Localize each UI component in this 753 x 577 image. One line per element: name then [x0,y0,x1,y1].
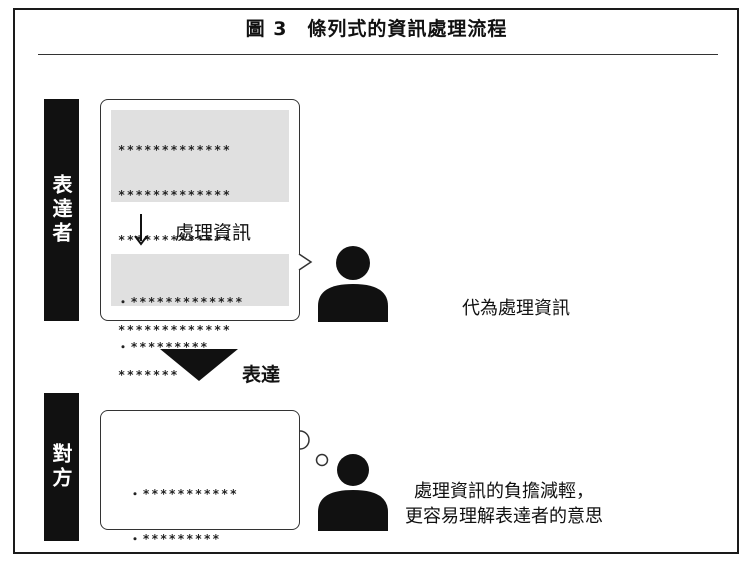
speaker-bubble: ************* ************* ************… [100,99,300,382]
listener-note: 處理資訊的負擔減輕， 更容易理解表達者的意思 [405,479,603,529]
listener-label: 對方 [49,443,73,491]
figure-title: 圖 3 條列式的資訊處理流程 [245,18,508,40]
process-label: 處理資訊 [175,222,252,244]
listener-person-icon [318,454,388,531]
speaker-note: 代為處理資訊 [462,298,570,319]
bullet-line: ・************* [117,295,244,309]
speaker-person-icon [318,246,388,322]
convey-label: 表達 [242,364,281,386]
listener-note-line: 處理資訊的負擔減輕， [414,481,594,502]
figure-frame [13,8,739,554]
raw-line: ************* [118,143,232,157]
speaker-label-bar: 表達者 [44,99,79,321]
listener-label-bar: 對方 [44,393,79,541]
processed-information-box: ・************* ・********* [111,254,289,354]
speaker-bubble-tail [298,253,313,271]
raw-line: ************* [118,188,232,202]
raw-line: ******* [118,368,180,382]
listener-bubble: ・*********** ・********* [100,410,300,546]
speaker-label: 表達者 [49,174,73,246]
listener-bullets: ・*********** ・********* [129,457,238,577]
down-arrow-icon [134,214,148,246]
listener-note-line: 更容易理解表達者的意思 [405,506,603,527]
title-divider [38,54,718,55]
bullet-line: ・********* [129,532,222,546]
convey-triangle-icon [160,349,238,381]
raw-line: ************* [118,323,232,337]
bullet-line: ・*********** [129,487,239,501]
